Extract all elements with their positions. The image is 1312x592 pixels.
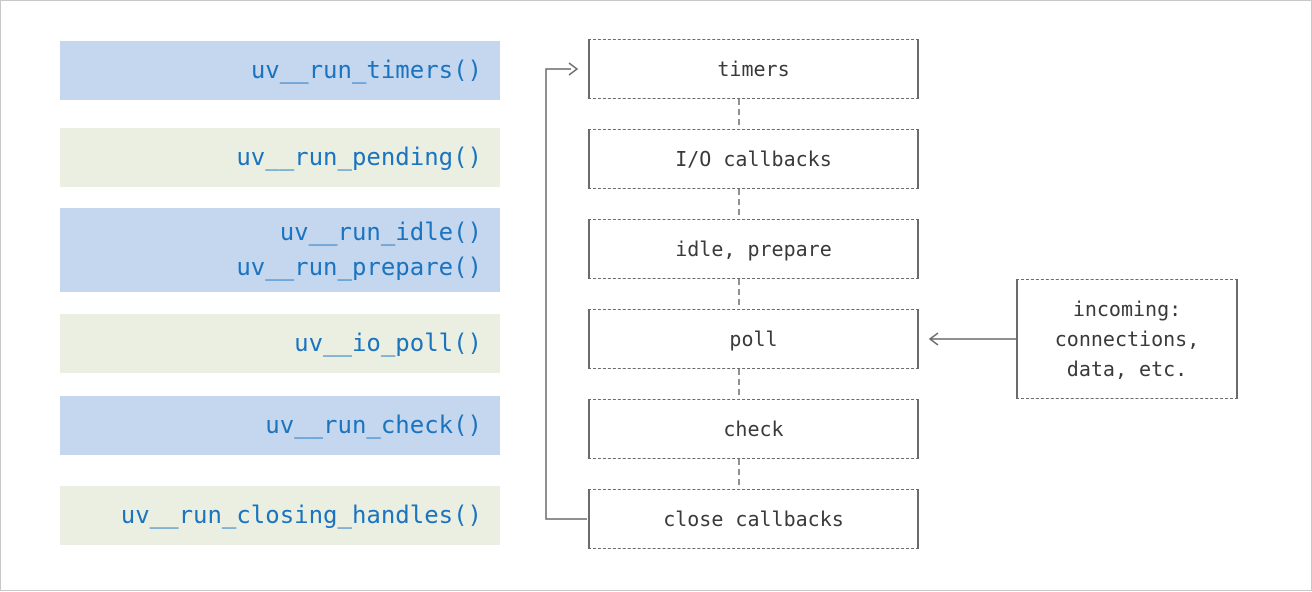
- fn-run-pending: uv__run_pending(): [60, 128, 500, 187]
- phase-timers: timers: [588, 39, 919, 99]
- fn-run-timers: uv__run_timers(): [60, 41, 500, 100]
- phase-check: check: [588, 399, 919, 459]
- phase-io-callbacks: I/O callbacks: [588, 129, 919, 189]
- incoming-label: connections,: [1054, 327, 1200, 351]
- fn-run-check: uv__run_check(): [60, 396, 500, 455]
- fn-label: uv__run_prepare(): [236, 253, 482, 281]
- incoming-arrowhead: [928, 332, 939, 346]
- fn-io-poll: uv__io_poll(): [60, 314, 500, 373]
- phase-label: check: [723, 417, 784, 441]
- fn-run-closing-handles: uv__run_closing_handles(): [60, 486, 500, 545]
- phase-label: poll: [729, 327, 778, 351]
- fn-label: uv__run_idle(): [279, 218, 482, 246]
- fn-label: uv__run_timers(): [250, 56, 482, 84]
- fn-label: uv__run_check(): [265, 411, 482, 439]
- phase-label: close callbacks: [663, 507, 844, 531]
- fn-label: uv__run_closing_handles(): [120, 501, 482, 529]
- phase-label: timers: [717, 57, 790, 81]
- fn-run-idle-prepare: uv__run_idle() uv__run_prepare(): [60, 208, 500, 292]
- incoming-box: incoming: connections, data, etc.: [1016, 279, 1238, 399]
- loop-back-line: [545, 68, 587, 520]
- phase-close-callbacks: close callbacks: [588, 489, 919, 549]
- phase-label: I/O callbacks: [675, 147, 832, 171]
- phase-label: idle, prepare: [675, 237, 832, 261]
- incoming-label: data, etc.: [1066, 357, 1188, 381]
- loop-back-arrowhead: [568, 62, 579, 76]
- fn-label: uv__run_pending(): [236, 143, 482, 171]
- fn-label: uv__io_poll(): [294, 329, 482, 357]
- incoming-label: incoming:: [1072, 297, 1182, 321]
- phase-poll: poll: [588, 309, 919, 369]
- phase-idle-prepare: idle, prepare: [588, 219, 919, 279]
